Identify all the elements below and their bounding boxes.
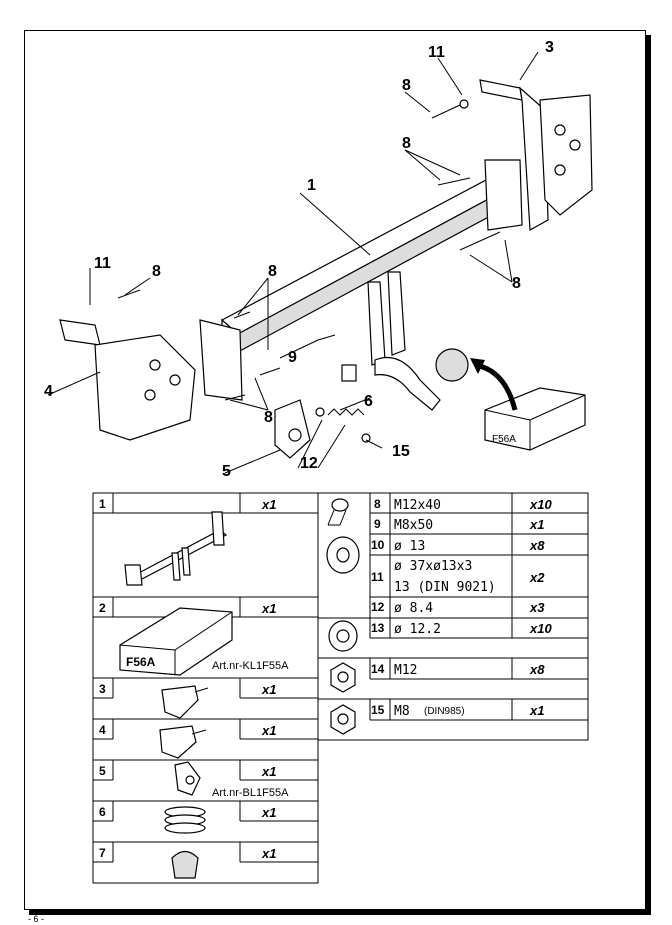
box-label-diagram: F56A — [492, 434, 516, 445]
callout-3: 3 — [545, 39, 554, 56]
part-sketch-1 — [124, 511, 228, 586]
callout-6: 6 — [364, 393, 373, 410]
part-desc-15: M8 — [394, 704, 410, 719]
part-num-5: 5 — [99, 764, 106, 778]
part-qty-8: x10 — [529, 497, 552, 512]
right-bracket-3 — [479, 79, 593, 231]
part-qty-12: x3 — [529, 600, 545, 615]
sketch-washer-large — [326, 536, 360, 574]
callout-8-center: 8 — [268, 263, 277, 280]
part-qty-14: x8 — [529, 662, 545, 677]
callout-1: 1 — [307, 177, 316, 194]
part-artnr-5: Art.nr-BL1F55A — [212, 787, 289, 799]
part-desc-10: ø 13 — [394, 539, 425, 554]
sketch-bolt — [327, 498, 349, 526]
part-row-11: 11 ø 37xø13x3 13 (DIN 9021) x2 — [371, 559, 545, 595]
part-row-9: 9 M8x50 x1 — [374, 517, 544, 533]
tow-hook-assembly — [341, 271, 469, 411]
part-num-11: 11 — [371, 570, 384, 584]
parts-table — [92, 492, 589, 884]
sketch-nut — [330, 662, 356, 693]
part-desc-11: ø 37xø13x3 — [394, 559, 472, 574]
part-num-4: 4 — [99, 723, 106, 737]
callout-8-top: 8 — [402, 77, 411, 94]
callout-9: 9 — [288, 349, 297, 366]
part-row-14: 14 M12 x8 — [371, 662, 545, 678]
leader-lines — [47, 51, 539, 474]
wiring-kit-box-diagram: F56A — [470, 358, 586, 451]
part-sketch-5 — [174, 761, 201, 796]
part-num-7: 7 — [99, 846, 106, 860]
part-num-8: 8 — [374, 497, 381, 511]
part-num-10: 10 — [371, 538, 385, 552]
part-sketch-7-cap — [171, 850, 199, 879]
part-num-1: 1 — [99, 497, 106, 511]
part-qty-6: x1 — [261, 805, 276, 820]
part-desc-14: M12 — [394, 663, 417, 678]
part-num-6: 6 — [99, 805, 106, 819]
spring-6 — [315, 407, 371, 443]
part-qty-15: x1 — [529, 703, 544, 718]
part-num-15: 15 — [371, 703, 385, 717]
part-row-12: 12 ø 8.4 x3 — [371, 600, 545, 616]
part-num-14: 14 — [371, 662, 385, 676]
part-desc-15-din: (DIN985) — [424, 706, 465, 717]
part-row-13: 13 ø 12.2 x10 — [371, 621, 552, 637]
part-num-2: 2 — [99, 601, 106, 615]
callout-8-right: 8 — [512, 275, 521, 292]
bolts — [117, 99, 501, 401]
part-sketch-6-spring — [164, 806, 206, 834]
left-bracket-4 — [59, 319, 243, 441]
part-qty-3: x1 — [261, 682, 276, 697]
part-desc-13: ø 12.2 — [394, 622, 441, 637]
part-sketch-2-box: F56A — [119, 607, 233, 676]
part-num-3: 3 — [99, 682, 106, 696]
callout-12: 12 — [300, 455, 318, 472]
callout-11-top: 11 — [428, 44, 445, 61]
part-qty-7: x1 — [261, 846, 276, 861]
callout-15: 15 — [392, 443, 410, 460]
callout-8-left: 8 — [152, 263, 161, 280]
part-qty-11: x2 — [529, 570, 545, 585]
part-sketch-4 — [159, 725, 207, 759]
part-num-9: 9 — [374, 517, 381, 531]
box-label-table: F56A — [126, 655, 156, 669]
socket-plate-5 — [274, 399, 311, 459]
part-desc-11-line2: 13 (DIN 9021) — [394, 580, 496, 595]
part-qty-9: x1 — [529, 517, 544, 532]
part-num-12: 12 — [371, 600, 385, 614]
part-qty-2: x1 — [261, 601, 276, 616]
part-qty-13: x10 — [529, 621, 552, 636]
sketch-lock-nut — [330, 704, 356, 735]
callout-8-mid: 8 — [402, 135, 411, 152]
part-artnr-2: Art.nr-KL1F55A — [212, 660, 289, 672]
part-row-8: 8 M12x40 x10 — [374, 497, 552, 513]
page-number: - 6 - — [28, 914, 45, 924]
part-qty-4: x1 — [261, 723, 276, 738]
part-row-10: 10 ø 13 x8 — [371, 538, 545, 554]
callout-5: 5 — [222, 463, 231, 480]
part-desc-9: M8x50 — [394, 518, 433, 533]
callout-4: 4 — [44, 383, 53, 400]
part-sketch-3 — [161, 685, 209, 719]
part-num-13: 13 — [371, 621, 385, 635]
part-qty-10: x8 — [529, 538, 545, 553]
part-row-15: 15 M8 (DIN985) x1 — [371, 703, 544, 719]
callout-8-bottom: 8 — [264, 409, 273, 426]
sketch-spring-washer — [328, 620, 358, 652]
part-qty-1: x1 — [261, 497, 276, 512]
callout-11-left: 11 — [94, 255, 111, 272]
part-desc-8: M12x40 — [394, 498, 441, 513]
part-qty-5: x1 — [261, 764, 276, 779]
part-desc-12: ø 8.4 — [394, 601, 433, 616]
